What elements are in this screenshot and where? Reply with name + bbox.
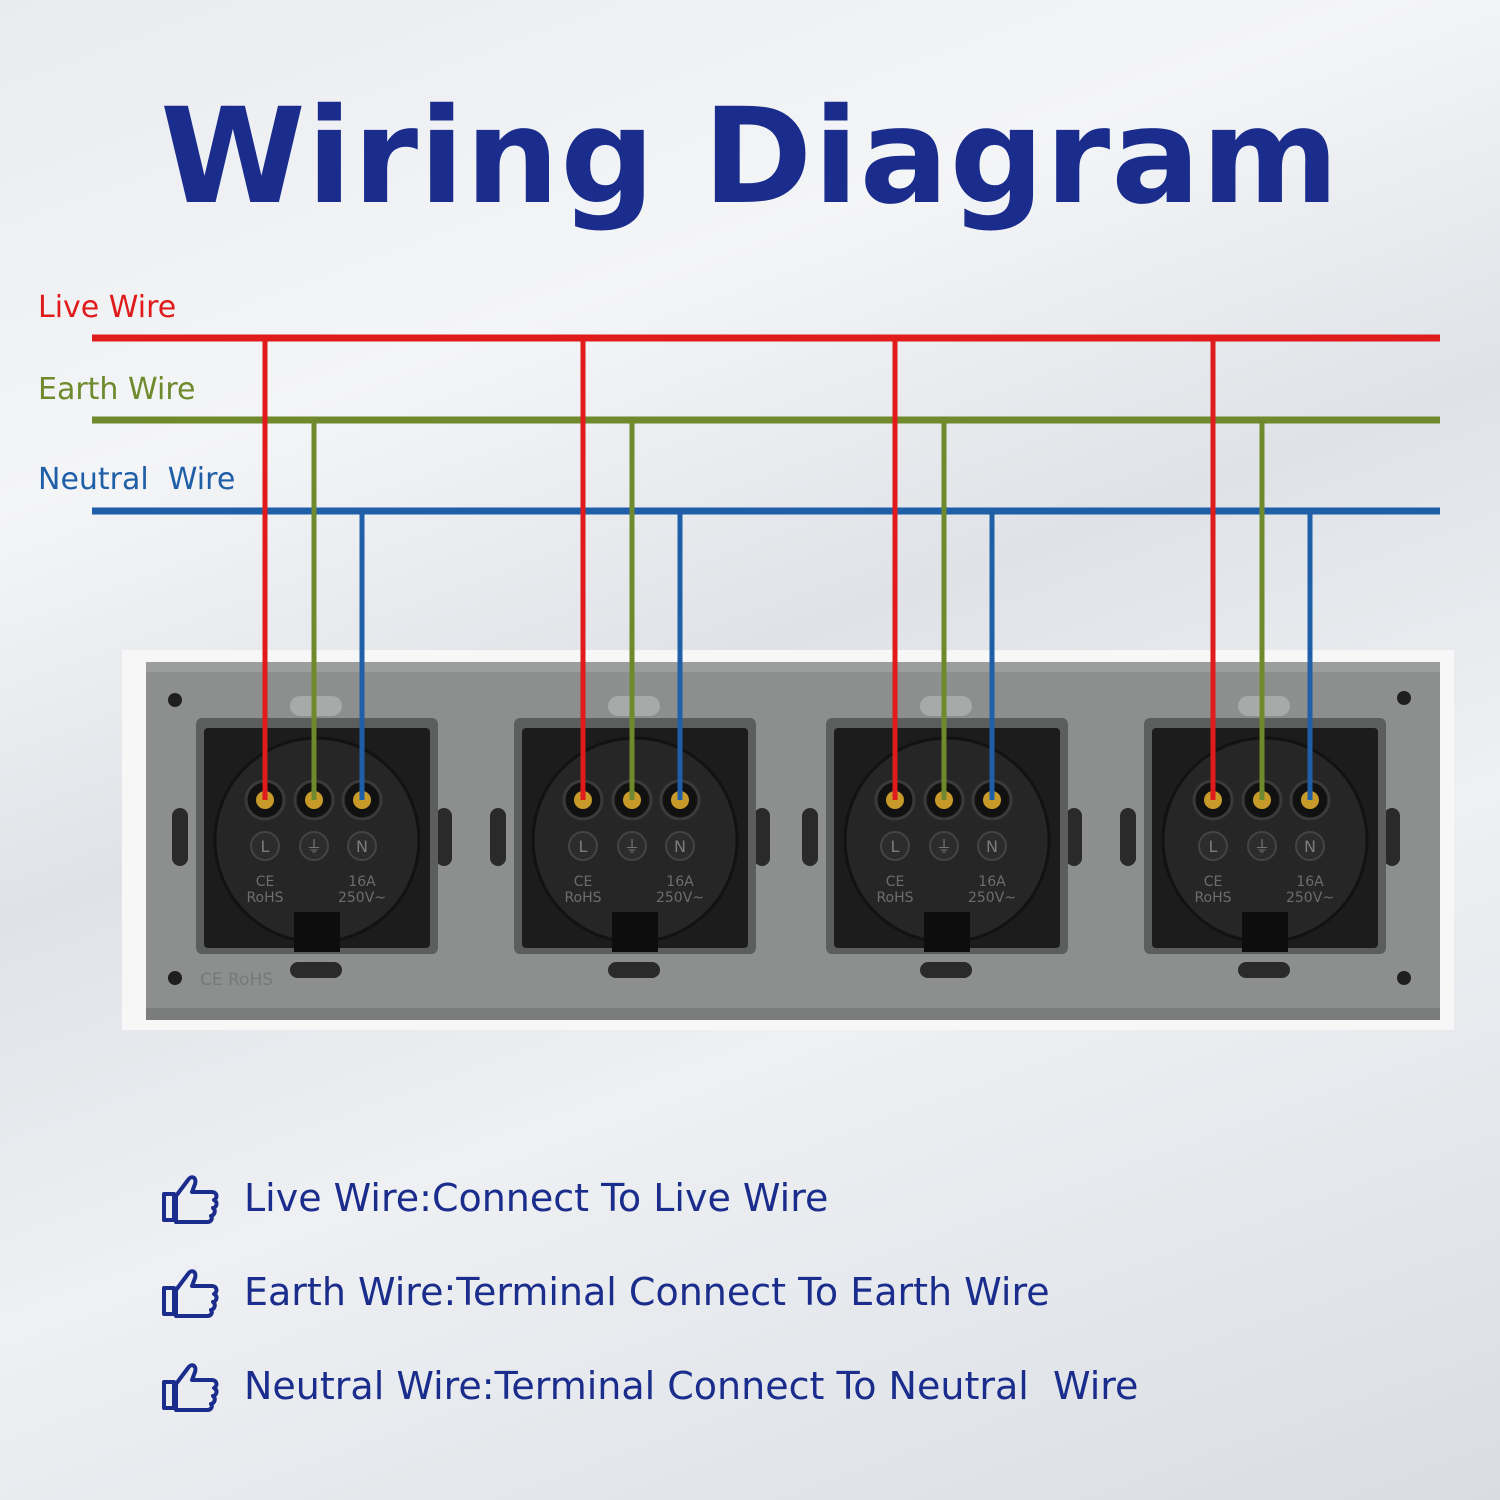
terminal-badge: [1198, 831, 1228, 861]
mounting-slot: [436, 808, 452, 866]
terminal-badge: [1247, 831, 1277, 861]
note-text: Live Wire:Connect To Live Wire: [244, 1176, 829, 1220]
terminal-badge: [977, 831, 1007, 861]
note-earth-wire: Earth Wire:Terminal Connect To Earth Wir…: [160, 1262, 1050, 1322]
ce-mark: CE: [256, 874, 275, 890]
thumbs-up-hand-icon: [162, 1269, 219, 1318]
thumbs-up-hand-icon: [162, 1175, 219, 1224]
page-title: Wiring Diagram: [160, 80, 1340, 234]
rating-amps: 16A: [1296, 874, 1324, 890]
wiring-diagram: CE RoHS L⏚NCERoHS16A250V~L⏚NCERoHS16A250…: [92, 334, 1440, 1020]
rohs-mark: RoHS: [876, 890, 913, 906]
terminal-badge: [617, 831, 647, 861]
terminal-label: N: [986, 837, 998, 856]
terminal-badge: [250, 831, 280, 861]
note-live-wire: Live Wire:Connect To Live Wire: [160, 1168, 828, 1228]
rohs-mark: RoHS: [1194, 890, 1231, 906]
rating-volts: 250V~: [1286, 890, 1334, 906]
terminal-label: N: [356, 837, 368, 856]
terminal-badge: [880, 831, 910, 861]
mounting-slot: [1120, 808, 1136, 866]
screw-hole: [168, 693, 182, 707]
rating-amps: 16A: [978, 874, 1006, 890]
terminal-label: N: [1304, 837, 1316, 856]
screw-hole: [1397, 691, 1411, 705]
terminal-label: L: [579, 837, 588, 856]
plate-marks: CE RoHS: [200, 970, 273, 990]
note-text: Earth Wire:Terminal Connect To Earth Wir…: [244, 1270, 1050, 1314]
rohs-mark: RoHS: [246, 890, 283, 906]
screw-hole: [1397, 971, 1411, 985]
terminal-label: ⏚: [1254, 837, 1270, 856]
terminal-label: ⏚: [936, 837, 952, 856]
mounting-slot: [1238, 962, 1290, 978]
rohs-mark: RoHS: [564, 890, 601, 906]
terminal-badge: [347, 831, 377, 861]
mounting-slot: [802, 808, 818, 866]
mounting-slot: [490, 808, 506, 866]
neutral-wire-label: Neutral Wire: [38, 462, 236, 497]
terminal-label: ⏚: [306, 837, 322, 856]
terminal-label: L: [1209, 837, 1218, 856]
note-text: Neutral Wire:Terminal Connect To Neutral…: [244, 1364, 1139, 1408]
live-wire-label: Live Wire: [38, 290, 177, 325]
terminal-label: N: [674, 837, 686, 856]
ce-mark: CE: [574, 874, 593, 890]
mounting-slot: [1384, 808, 1400, 866]
terminal-badge: [665, 831, 695, 861]
rating-amps: 16A: [666, 874, 694, 890]
socket-slot: [1242, 912, 1288, 952]
socket-slot: [924, 912, 970, 952]
terminal-badge: [1295, 831, 1325, 861]
terminal-badge: [929, 831, 959, 861]
terminal-badge: [299, 831, 329, 861]
terminal-label: L: [891, 837, 900, 856]
rating-volts: 250V~: [968, 890, 1016, 906]
mounting-slot: [608, 962, 660, 978]
rating-volts: 250V~: [656, 890, 704, 906]
rating-volts: 250V~: [338, 890, 386, 906]
terminal-badge: [568, 831, 598, 861]
terminal-label: L: [261, 837, 270, 856]
mounting-slot: [290, 962, 342, 978]
mounting-slot: [172, 808, 188, 866]
socket-slot: [294, 912, 340, 952]
ce-mark: CE: [886, 874, 905, 890]
terminal-label: ⏚: [624, 837, 640, 856]
rating-amps: 16A: [348, 874, 376, 890]
mounting-slot: [920, 962, 972, 978]
mounting-slot: [754, 808, 770, 866]
socket-slot: [612, 912, 658, 952]
thumbs-up-hand-icon: [162, 1363, 219, 1412]
note-neutral-wire: Neutral Wire:Terminal Connect To Neutral…: [160, 1356, 1138, 1416]
mounting-slot: [1066, 808, 1082, 866]
ce-mark: CE: [1204, 874, 1223, 890]
earth-wire-label: Earth Wire: [38, 372, 196, 407]
screw-hole: [168, 971, 182, 985]
